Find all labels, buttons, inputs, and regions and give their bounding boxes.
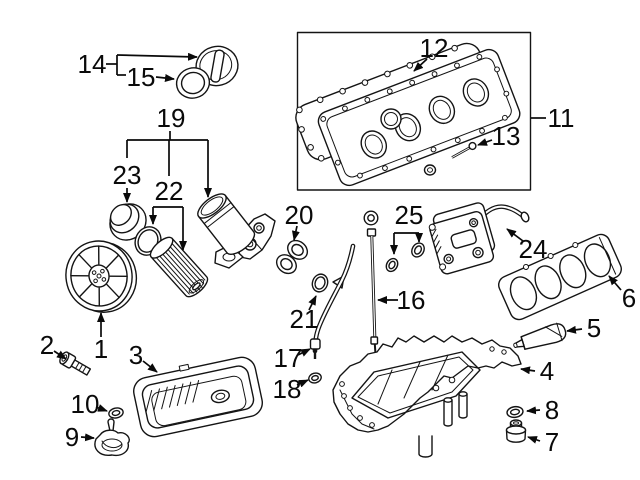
callout-20-label: 20	[285, 200, 314, 230]
callout-6-label: 6	[622, 283, 636, 313]
callout-25: 25	[390, 200, 424, 255]
callout-20: 20	[285, 200, 314, 241]
oil-pan-lower	[133, 356, 263, 438]
callout-7-label: 7	[545, 427, 559, 457]
o-ring-21	[311, 273, 329, 293]
callout-14: 14	[78, 49, 198, 79]
callout-16-label: 16	[397, 285, 426, 315]
cover-o-ring	[380, 108, 402, 130]
callout-8-label: 8	[545, 395, 559, 425]
callout-18-label: 18	[273, 374, 302, 404]
callout-3: 3	[129, 340, 158, 373]
seal-ring-8	[506, 405, 524, 419]
callout-15: 15	[127, 62, 175, 92]
callout-5-label: 5	[587, 313, 601, 343]
valve-cover-bolt	[451, 141, 477, 159]
callout-19: 19	[126, 103, 212, 198]
callout-21-label: 21	[290, 304, 319, 334]
callout-8: 8	[526, 395, 559, 425]
callout-9: 9	[65, 422, 95, 452]
callout-24-label: 24	[519, 234, 548, 264]
callout-12: 12	[413, 33, 449, 72]
callout-17: 17	[274, 343, 311, 373]
callout-11-label: 11	[548, 103, 575, 133]
callout-25-label: 25	[395, 200, 424, 230]
crankshaft-pulley	[65, 240, 138, 313]
callout-5: 5	[566, 313, 601, 343]
callout-21: 21	[290, 295, 319, 334]
callout-13: 13	[477, 121, 521, 151]
oil-cooler	[428, 202, 530, 275]
callout-13-label: 13	[492, 121, 521, 151]
callout-18: 18	[273, 374, 309, 404]
oil-splash-guard	[94, 418, 130, 457]
callout-2: 2	[40, 330, 67, 360]
callout-12-label: 12	[420, 33, 449, 63]
sealant-tube	[513, 322, 567, 350]
gasket-20	[275, 239, 309, 275]
seal-ring-10	[108, 407, 124, 419]
cover-nut	[423, 164, 437, 176]
oil-filter-element	[149, 236, 209, 298]
drain-plug	[505, 419, 527, 443]
callout-17-label: 17	[274, 343, 303, 373]
callout-4: 4	[520, 356, 554, 386]
callout-2-label: 2	[40, 330, 54, 360]
callout-4-label: 4	[540, 356, 554, 386]
callout-1: 1	[94, 312, 108, 364]
callout-19-label: 19	[157, 103, 186, 133]
filter-cap-boot	[109, 203, 147, 241]
dipstick	[363, 210, 379, 360]
callout-1-label: 1	[94, 334, 108, 364]
oil-pan-upper	[332, 335, 522, 458]
callout-10-label: 10	[71, 389, 100, 419]
callout-22-label: 22	[155, 176, 184, 206]
callout-24: 24	[506, 228, 548, 264]
callout-14-label: 14	[78, 49, 107, 79]
valve-cover	[295, 42, 521, 187]
callout-11: 11	[531, 103, 575, 133]
callout-23: 23	[113, 160, 142, 203]
oil-filter-housing	[197, 193, 276, 269]
callout-16: 16	[377, 285, 426, 315]
callout-10: 10	[71, 389, 108, 419]
filler-cap-seal	[175, 67, 211, 99]
callout-23-label: 23	[113, 160, 142, 190]
callout-3-label: 3	[129, 340, 143, 370]
callout-6: 6	[608, 275, 636, 313]
callout-22: 22	[149, 176, 187, 251]
callout-7: 7	[527, 427, 559, 457]
pulley-bolt	[59, 351, 92, 376]
dipstick-tube	[309, 243, 356, 359]
oil-baffle-tray	[498, 233, 622, 321]
o-ring-25-right	[411, 242, 425, 258]
oil-filter-o-ring	[134, 226, 162, 256]
o-ring-18	[308, 372, 322, 384]
o-ring-25-left	[385, 257, 399, 273]
callout-9-label: 9	[65, 422, 79, 452]
callout-15-label: 15	[127, 62, 156, 92]
